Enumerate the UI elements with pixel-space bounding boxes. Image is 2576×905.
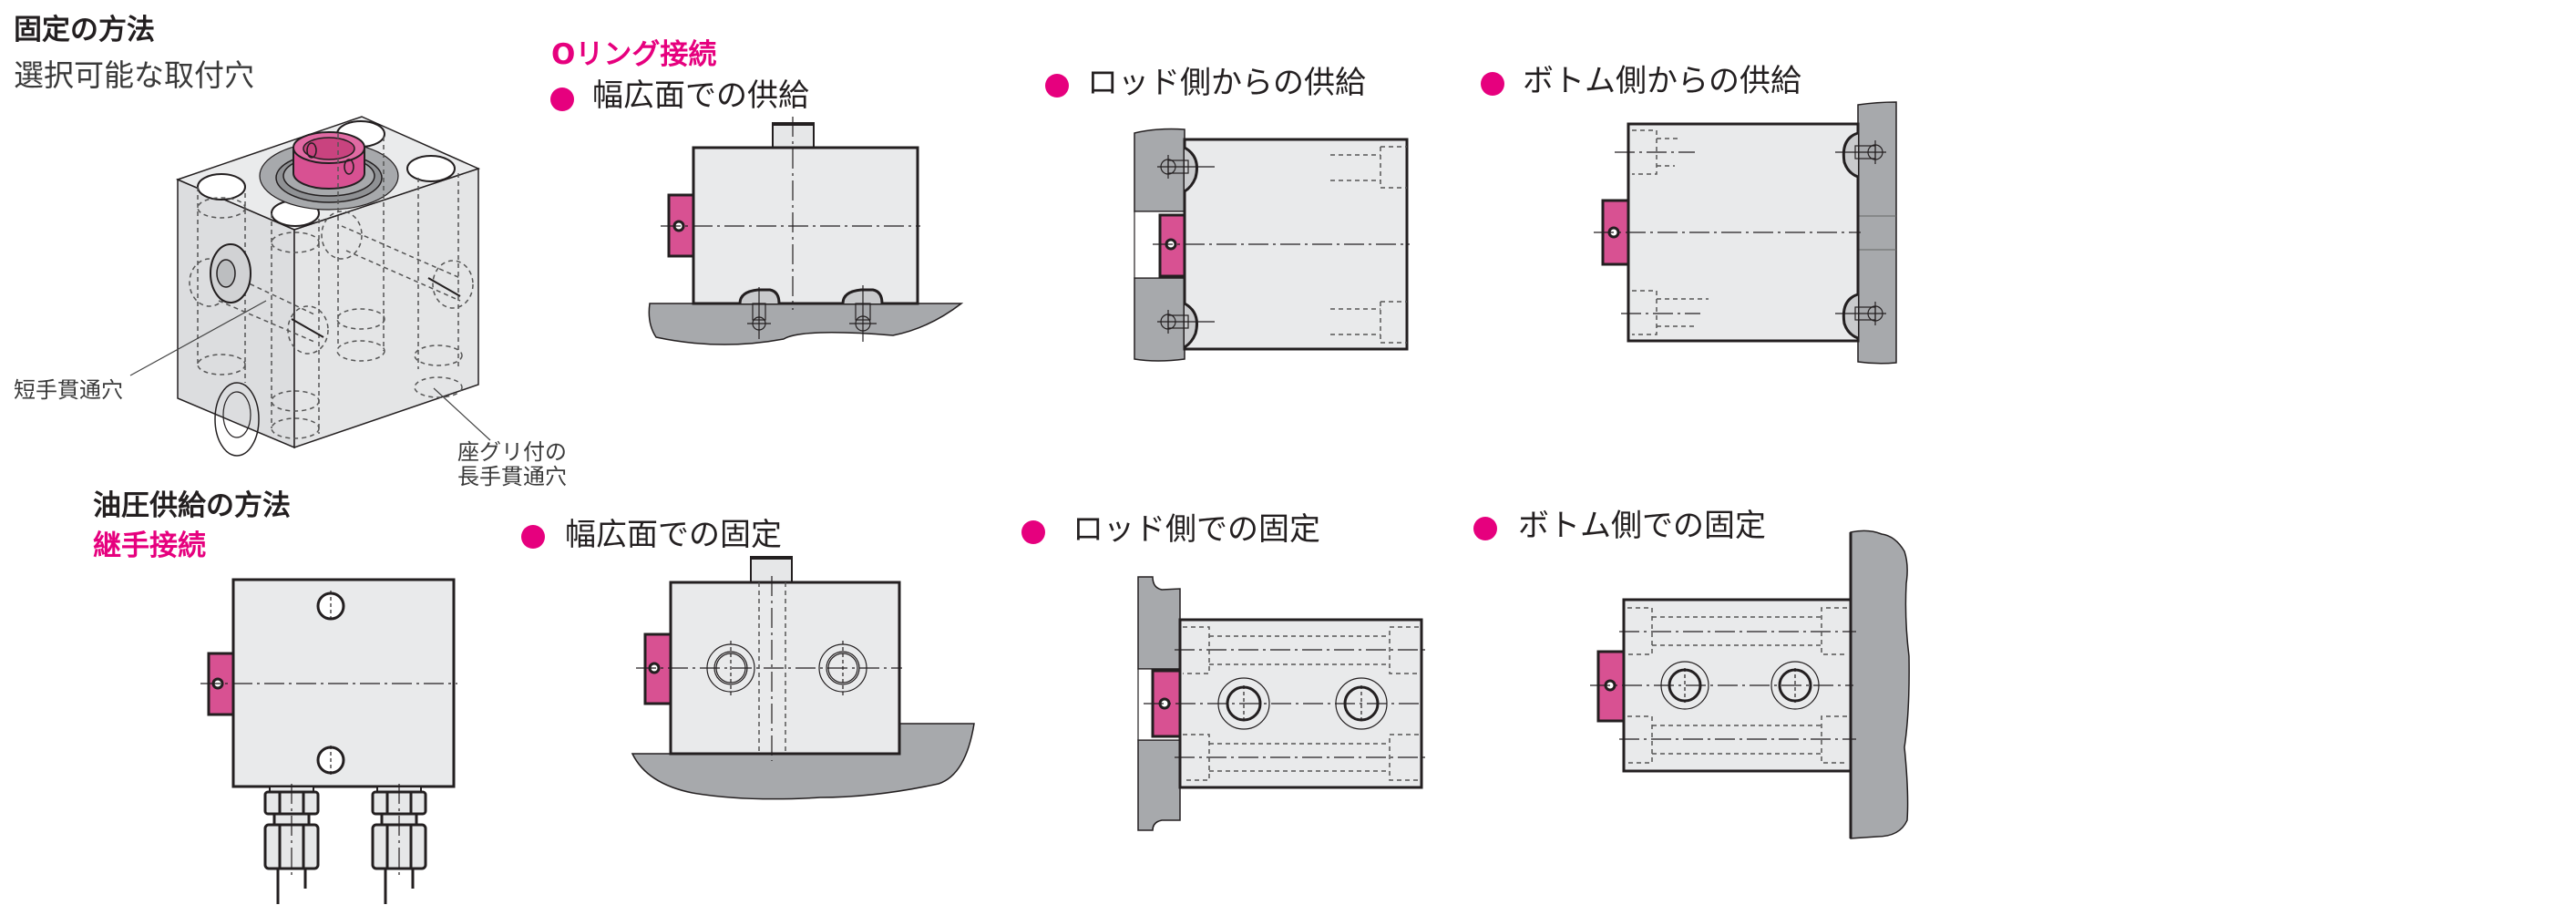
fitting-connection-drawing <box>200 578 457 904</box>
isometric-cylinder-block <box>129 116 491 457</box>
supply-method-title: 油圧供給の方法 <box>93 489 291 522</box>
section-title-wide-face-supply: 幅広面での供給 <box>592 77 809 114</box>
bullet-icon <box>1045 74 1069 98</box>
section-title-wide-face-fixing: 幅広面での固定 <box>565 517 782 553</box>
section-title-rod-side-fixing: ロッド側での固定 <box>1072 511 1320 548</box>
wide-face-supply-drawing <box>648 117 964 345</box>
label-short-through-hole: 短手貫通穴 <box>14 377 123 403</box>
bullet-icon <box>550 87 574 111</box>
bullet-icon <box>1473 517 1497 540</box>
fixing-method-title: 固定の方法 <box>14 14 155 46</box>
section-title-rod-side-supply: ロッド側からの供給 <box>1087 65 1366 101</box>
wide-face-fixing-drawing <box>631 556 975 800</box>
section-title-bottom-side-supply: ボトム側からの供給 <box>1523 63 1801 99</box>
bullet-icon <box>1481 72 1504 96</box>
bottom-side-fixing-drawing <box>1590 530 1910 839</box>
label-counterbore-line2: 長手貫通穴 <box>457 464 567 489</box>
section-title-bottom-side-fixing: ボトム側での固定 <box>1518 508 1766 544</box>
bullet-icon <box>1021 520 1045 544</box>
rod-side-supply-drawing <box>1134 128 1410 362</box>
label-counterbore-line1: 座グリ付の <box>457 439 567 465</box>
fitting-connection-title: 継手接続 <box>93 530 206 562</box>
rod-side-fixing-drawing <box>1137 576 1427 831</box>
bottom-side-supply-drawing <box>1594 101 1897 365</box>
fixing-method-subtitle: 選択可能な取付穴 <box>14 57 254 93</box>
oring-connection-title: Oリング接続 <box>551 38 717 71</box>
fitting-left <box>263 784 320 904</box>
fitting-right <box>371 784 427 904</box>
bullet-icon <box>521 525 545 549</box>
